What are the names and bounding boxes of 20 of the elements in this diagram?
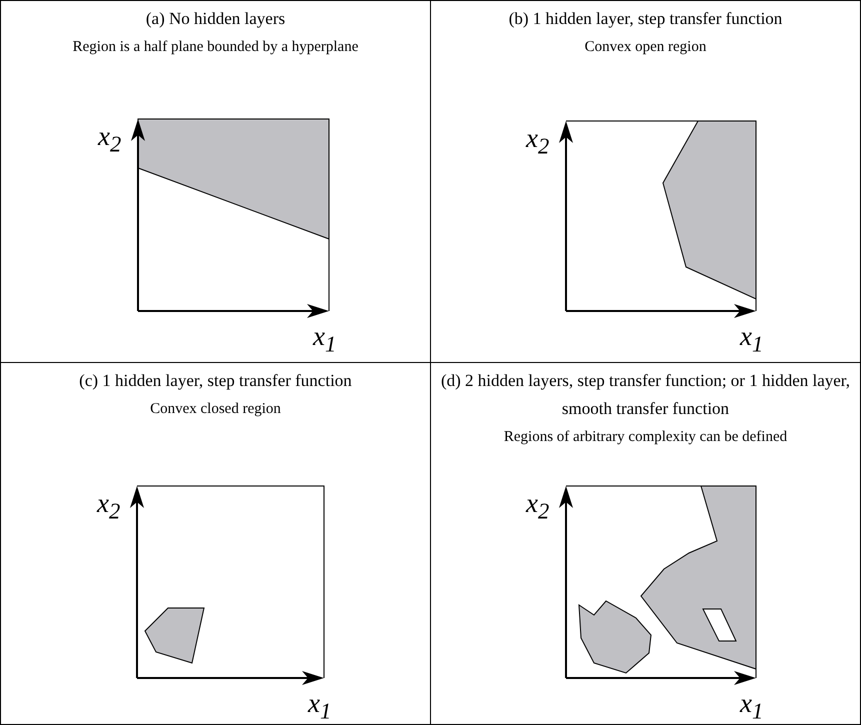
panel-heading: (d) 2 hidden layers, step transfer function; or 1 hidden layer, smooth transfer function [440,370,852,420]
axis-label: x$_{1}$ [740,321,764,358]
panel-frame [430,362,861,725]
panel-heading: (b) 1 hidden layer, step transfer function [508,8,784,30]
axis-label: x$_{2}$ [98,121,122,158]
panel-frame [0,362,431,725]
axis-label: x$_{2}$ [526,123,550,160]
axis-label: x$_{1}$ [313,321,336,358]
panel-subheading: Convex closed region [149,400,282,419]
panel-heading: (a) No hidden layers [144,8,286,30]
axis-label: x$_{2}$ [526,488,550,526]
panel-subheading: Regions of arbitrary complexity can be defined [502,428,788,447]
axis-label: x$_{1}$ [740,688,764,725]
panel-subheading: Convex open region [584,38,708,57]
panel-frame [430,0,861,363]
panel-subheading: Region is a half plane bounded by a hyperplane [72,38,360,57]
axis-label: x$_{2}$ [97,488,120,526]
panel-frame [0,0,431,363]
axis-label: x$_{1}$ [308,688,332,725]
panel-heading: (c) 1 hidden layer, step transfer function [78,370,353,392]
